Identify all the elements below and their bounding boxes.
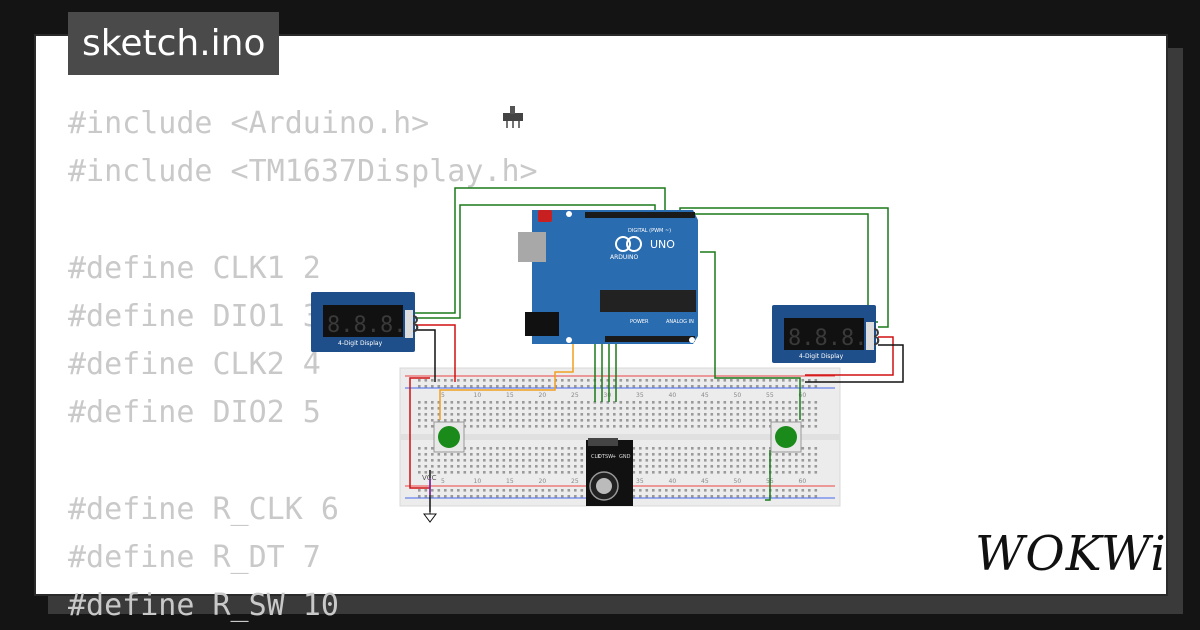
display-left-label: 4-Digit Display [338,340,383,347]
encoder-pin-label: GND [619,454,631,460]
wire-red-left [415,324,456,382]
wire-green-1 [415,187,666,314]
breadboard-column-number: 35 [636,478,644,485]
arduino-analog-label: ANALOG IN [666,319,694,325]
encoder-pin-label: + [612,454,616,460]
pushbutton-right[interactable] [770,421,802,453]
encoder-pin-label: CLK [591,454,601,460]
code-line: #include <Arduino.h> [68,106,430,141]
code-line: #define DIO2 5 [68,395,321,431]
code-line: #include <TM1637Display.h> [68,154,538,190]
wokwi-logo: WOKWi [975,526,1167,582]
breadboard-column-number: 20 [539,478,547,485]
wire-red-rail [409,377,430,489]
display-right[interactable]: 8.8.8.8 4-Digit Display [772,305,881,363]
wire-green-2 [415,204,656,319]
wire-orange [439,282,574,420]
ground-symbol [423,512,437,523]
breadboard-column-number: 15 [506,478,514,485]
display-right-label: 4-Digit Display [799,353,844,360]
file-tab[interactable]: sketch.ino [68,12,280,75]
wire-black-left [415,329,436,382]
breadboard-column-number: 30 [604,392,612,399]
code-line: #define R_DT 7 [68,539,321,575]
code-line: #define R_SW 10 [68,588,339,624]
breadboard-column-number: 55 [766,392,774,399]
breadboard-column-number: 45 [701,392,709,399]
arduino-model-label: UNO [650,238,675,251]
breadboard-column-number: 40 [669,392,677,399]
display-left-digits: 8.8.8.8 [327,313,420,338]
code-line: #define DIO1 3 [68,298,321,334]
slide-switch[interactable] [503,106,523,128]
code-line: #define CLK2 4 [68,347,321,383]
vcc-label: VCC [422,474,437,482]
breadboard-column-number: 10 [474,392,482,399]
pushbutton-left[interactable] [433,421,465,453]
breadboard-column-number: 60 [799,392,807,399]
breadboard-column-number: 10 [474,478,482,485]
arduino-digital-label: DIGITAL (PWM ~) [628,228,671,234]
breadboard-column-number: 5 [441,392,445,399]
breadboard-column-number: 50 [734,478,742,485]
breadboard-column-number: 40 [669,478,677,485]
arduino-uno[interactable]: UNO ARDUINO DIGITAL (PWM ~) POWER ANALOG… [518,210,698,344]
breadboard-column-number: 35 [636,392,644,399]
breadboard-column-number: 60 [799,478,807,485]
arduino-power-label: POWER [630,319,649,325]
encoder-pin-label: SW [605,454,613,460]
breadboard-column-number: 5 [441,478,445,485]
breadboard-column-number: 25 [571,478,579,485]
code-line: #define R_CLK 6 [68,491,339,527]
arduino-brand-label: ARDUINO [610,254,639,261]
wires [409,187,904,512]
wire-red-right [805,336,894,376]
breadboard-column-number: 15 [506,392,514,399]
display-right-digits: 8.8.8.8 [788,326,881,351]
wire-green-right [700,251,801,420]
breadboard-column-number: 45 [701,478,709,485]
encoder-pin-label: DT [598,454,606,460]
breadboard-column-number: 25 [571,392,579,399]
wire-green-btn2 [765,450,771,501]
code-editor: #include <Arduino.h> #include <TM1637Dis… [68,100,538,630]
wire-black-right [805,344,904,383]
wire-green-3 [679,207,889,328]
code-line: #define CLK1 2 [68,250,321,286]
breadboard-column-number: 20 [539,392,547,399]
display-left[interactable]: 8.8.8.8 4-Digit Display [311,292,420,352]
breadboard-column-number: 50 [734,392,742,399]
